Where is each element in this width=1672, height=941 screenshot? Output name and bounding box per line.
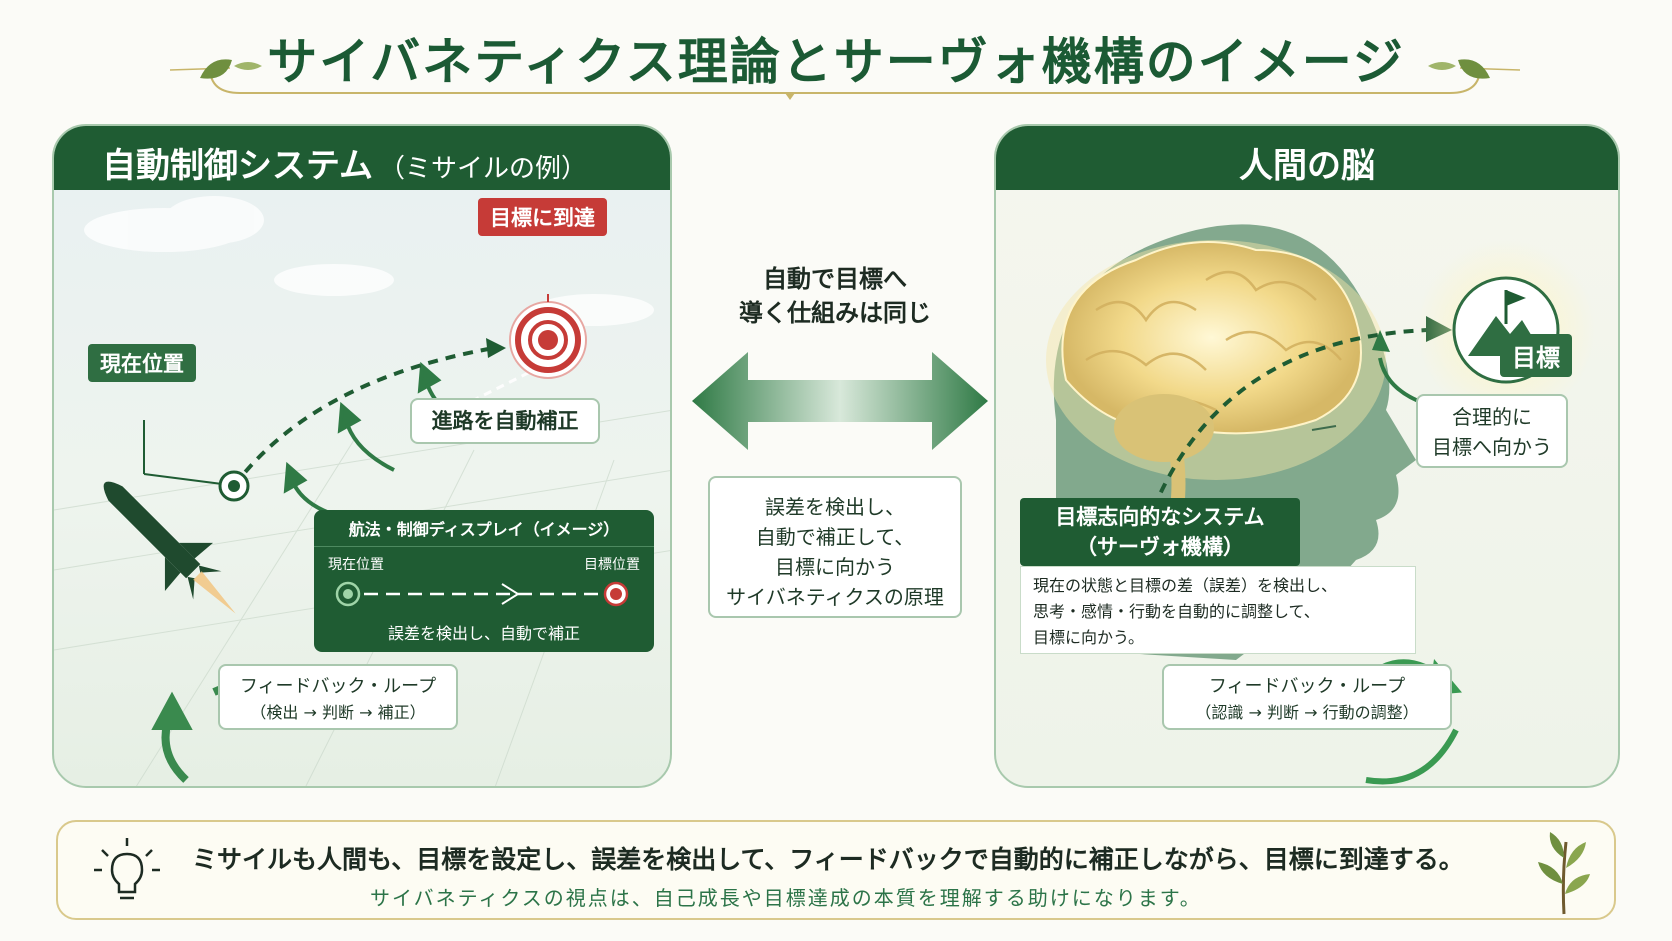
- nav-display-footer: 誤差を検出し、自動で補正: [387, 624, 580, 643]
- description-line: 思考・感情・行動を自動的に調整して、: [1033, 602, 1320, 621]
- auto-correct-label: 進路を自動補正: [410, 398, 600, 444]
- nav-target-label: 目標位置: [584, 557, 640, 573]
- description-line: 現在の状態と目標の差（誤差）を検出し、: [1033, 576, 1338, 595]
- center-headline: 自動で目標へ 導く仕組みは同じ: [690, 262, 980, 330]
- navigation-display: 航法・制御ディスプレイ（イメージ） 現在位置 目標位置 誤差を検出し、自動で補正: [314, 510, 654, 652]
- goal-oriented-system-label: 目標志向的なシステム （サーヴォ機構）: [1020, 498, 1300, 566]
- right-feedback-steps: （認識 → 判断 → 行動の調整）: [1195, 703, 1419, 722]
- lightbulb-icon: [94, 838, 160, 900]
- summary-bar: ミサイルも人間も、目標を設定し、誤差を検出して、フィードバックで自動的に補正しな…: [56, 820, 1616, 920]
- right-panel-title: 人間の脳: [1239, 146, 1375, 186]
- left-feedback-steps: （検出 → 判断 → 補正）: [250, 703, 426, 722]
- missile-control-panel: 自動制御システム（ミサイルの例）: [52, 124, 672, 788]
- nav-display-title: 航法・制御ディスプレイ（イメージ）: [348, 520, 620, 539]
- current-position-marker: [143, 420, 250, 502]
- plant-icon: [1538, 832, 1590, 915]
- target-icon: [509, 294, 587, 379]
- right-feedback-title: フィードバック・ループ: [1208, 676, 1406, 697]
- nav-progress-line: [335, 581, 629, 607]
- page-title: サイバネティクス理論とサーヴォ機構のイメージ: [267, 33, 1405, 91]
- right-feedback-loop-box: フィードバック・ループ （認識 → 判断 → 行動の調整）: [1162, 664, 1452, 730]
- leaf-icon: [170, 59, 262, 79]
- leaf-icon: [1428, 59, 1520, 79]
- rational-goal-box: 合理的に 目標へ向かう: [1416, 394, 1568, 468]
- principle-line: 自動で補正して、: [755, 525, 915, 549]
- left-panel-subtitle: （ミサイルの例）: [378, 154, 587, 184]
- summary-sub-text: サイバネティクスの視点は、自己成長や目標達成の本質を理解する助けになります。: [370, 886, 1202, 910]
- principle-line: 誤差を検出し、: [765, 495, 905, 519]
- right-panel-header: 人間の脳: [996, 126, 1618, 190]
- system-line1: 目標志向的なシステム: [1055, 505, 1265, 529]
- center-headline-line2: 導く仕組みは同じ: [739, 299, 931, 327]
- rational-line1: 合理的に: [1452, 405, 1532, 429]
- left-feedback-loop-box: フィードバック・ループ （検出 → 判断 → 補正）: [218, 664, 458, 730]
- principle-line: 目標に向かう: [775, 555, 895, 579]
- left-panel-header: 自動制御システム（ミサイルの例）: [54, 126, 670, 190]
- principle-line: サイバネティクスの原理: [726, 585, 944, 609]
- current-position-label: 現在位置: [88, 344, 196, 382]
- goal-label: 目標: [1500, 334, 1572, 377]
- summary-main-text: ミサイルも人間も、目標を設定し、誤差を検出して、フィードバックで自動的に補正しな…: [192, 845, 1464, 874]
- double-arrow-icon: [692, 352, 988, 450]
- rational-line2: 目標へ向かう: [1432, 435, 1552, 459]
- left-feedback-title: フィードバック・ループ: [239, 676, 437, 697]
- trajectory-line: [232, 346, 495, 488]
- missile-icon: [103, 481, 236, 614]
- target-reached-label: 目標に到達: [478, 198, 607, 236]
- nav-current-label: 現在位置: [328, 557, 384, 573]
- system-line2: （サーヴォ機構）: [1076, 535, 1244, 559]
- center-headline-line1: 自動で目標へ: [763, 265, 907, 293]
- title-decoration: [170, 59, 1520, 100]
- left-panel-title: 自動制御システム: [102, 146, 373, 186]
- system-description-box: 現在の状態と目標の差（誤差）を検出し、 思考・感情・行動を自動的に調整して、 目…: [1020, 566, 1416, 654]
- human-brain-panel: 人間の脳: [994, 124, 1620, 788]
- center-principle-box: 誤差を検出し、 自動で補正して、 目標に向かう サイバネティクスの原理: [708, 476, 962, 618]
- description-line: 目標に向かう。: [1033, 628, 1145, 647]
